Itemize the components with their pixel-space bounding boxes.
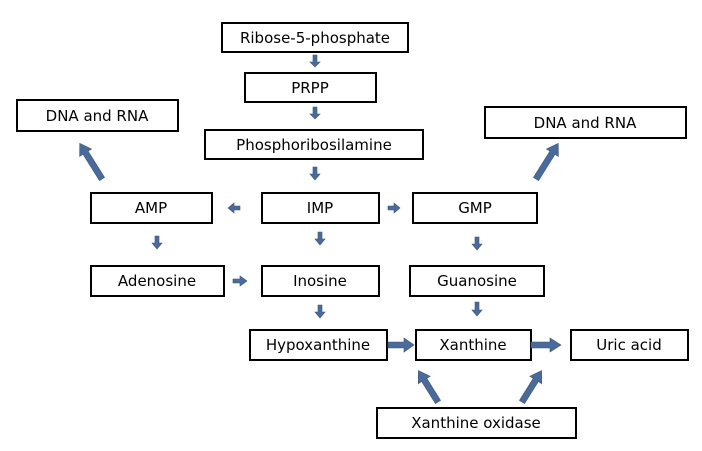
node-imp: IMP: [261, 192, 380, 224]
node-label: DNA and RNA: [534, 114, 637, 132]
arrow-imp-to-inosine: [314, 231, 326, 246]
node-guanosine: Guanosine: [409, 265, 545, 297]
node-label: Phosphoribosilamine: [236, 136, 392, 154]
node-label: IMP: [307, 199, 333, 217]
arrow-phosphoribosylamine-to-imp: [309, 166, 321, 181]
arrow-inosine-to-hypoxanthine: [314, 304, 326, 319]
node-gmp: GMP: [412, 192, 538, 224]
node-ribose-5-phosphate: Ribose-5-phosphate: [221, 22, 409, 53]
node-uric-acid: Uric acid: [570, 329, 689, 361]
node-label: Adenosine: [118, 272, 196, 290]
node-label: Inosine: [293, 272, 347, 290]
arrow-ribose-to-prpp: [309, 54, 321, 68]
node-prpp: PRPP: [244, 72, 377, 103]
node-dna-and-rna-right: DNA and RNA: [484, 106, 687, 139]
arrow-prpp-to-phosphoribosylamine: [309, 106, 321, 120]
node-label: Hypoxanthine: [266, 336, 370, 354]
arrow-hypoxanthine-to-xanthine: [387, 337, 415, 353]
node-label: DNA and RNA: [46, 107, 149, 125]
node-phosphoribosylamine: Phosphoribosilamine: [204, 129, 424, 160]
arrow-xanthine-oxidase-to-xanthine: [417, 370, 441, 405]
node-xanthine: Xanthine: [415, 329, 532, 361]
arrow-xanthine-oxidase-to-uric-acid: [519, 370, 543, 405]
arrow-gmp-to-dna-rna-right: [533, 142, 559, 182]
node-inosine: Inosine: [261, 265, 380, 297]
arrow-amp-to-dna-rna-left: [79, 142, 105, 182]
arrow-imp-to-gmp: [387, 202, 401, 214]
node-amp: AMP: [90, 192, 213, 224]
arrow-amp-to-adenosine: [151, 235, 163, 250]
arrows: [79, 54, 562, 405]
arrow-guanosine-to-xanthine: [471, 301, 483, 317]
arrow-adenosine-to-inosine: [232, 275, 248, 287]
node-label: Uric acid: [596, 336, 661, 354]
arrow-imp-to-amp: [227, 202, 241, 214]
node-hypoxanthine: Hypoxanthine: [249, 329, 388, 361]
node-label: GMP: [458, 199, 492, 217]
node-label: Guanosine: [437, 272, 517, 290]
node-label: Ribose-5-phosphate: [240, 29, 390, 47]
node-adenosine: Adenosine: [90, 265, 225, 297]
node-xanthine-oxidase: Xanthine oxidase: [376, 407, 577, 439]
arrow-gmp-to-guanosine: [471, 236, 483, 251]
node-label: AMP: [135, 199, 167, 217]
node-label: Xanthine: [439, 336, 506, 354]
arrow-xanthine-to-uric-acid: [530, 337, 562, 353]
node-label: PRPP: [291, 79, 329, 97]
node-label: Xanthine oxidase: [411, 414, 541, 432]
node-dna-and-rna-left: DNA and RNA: [16, 99, 179, 132]
